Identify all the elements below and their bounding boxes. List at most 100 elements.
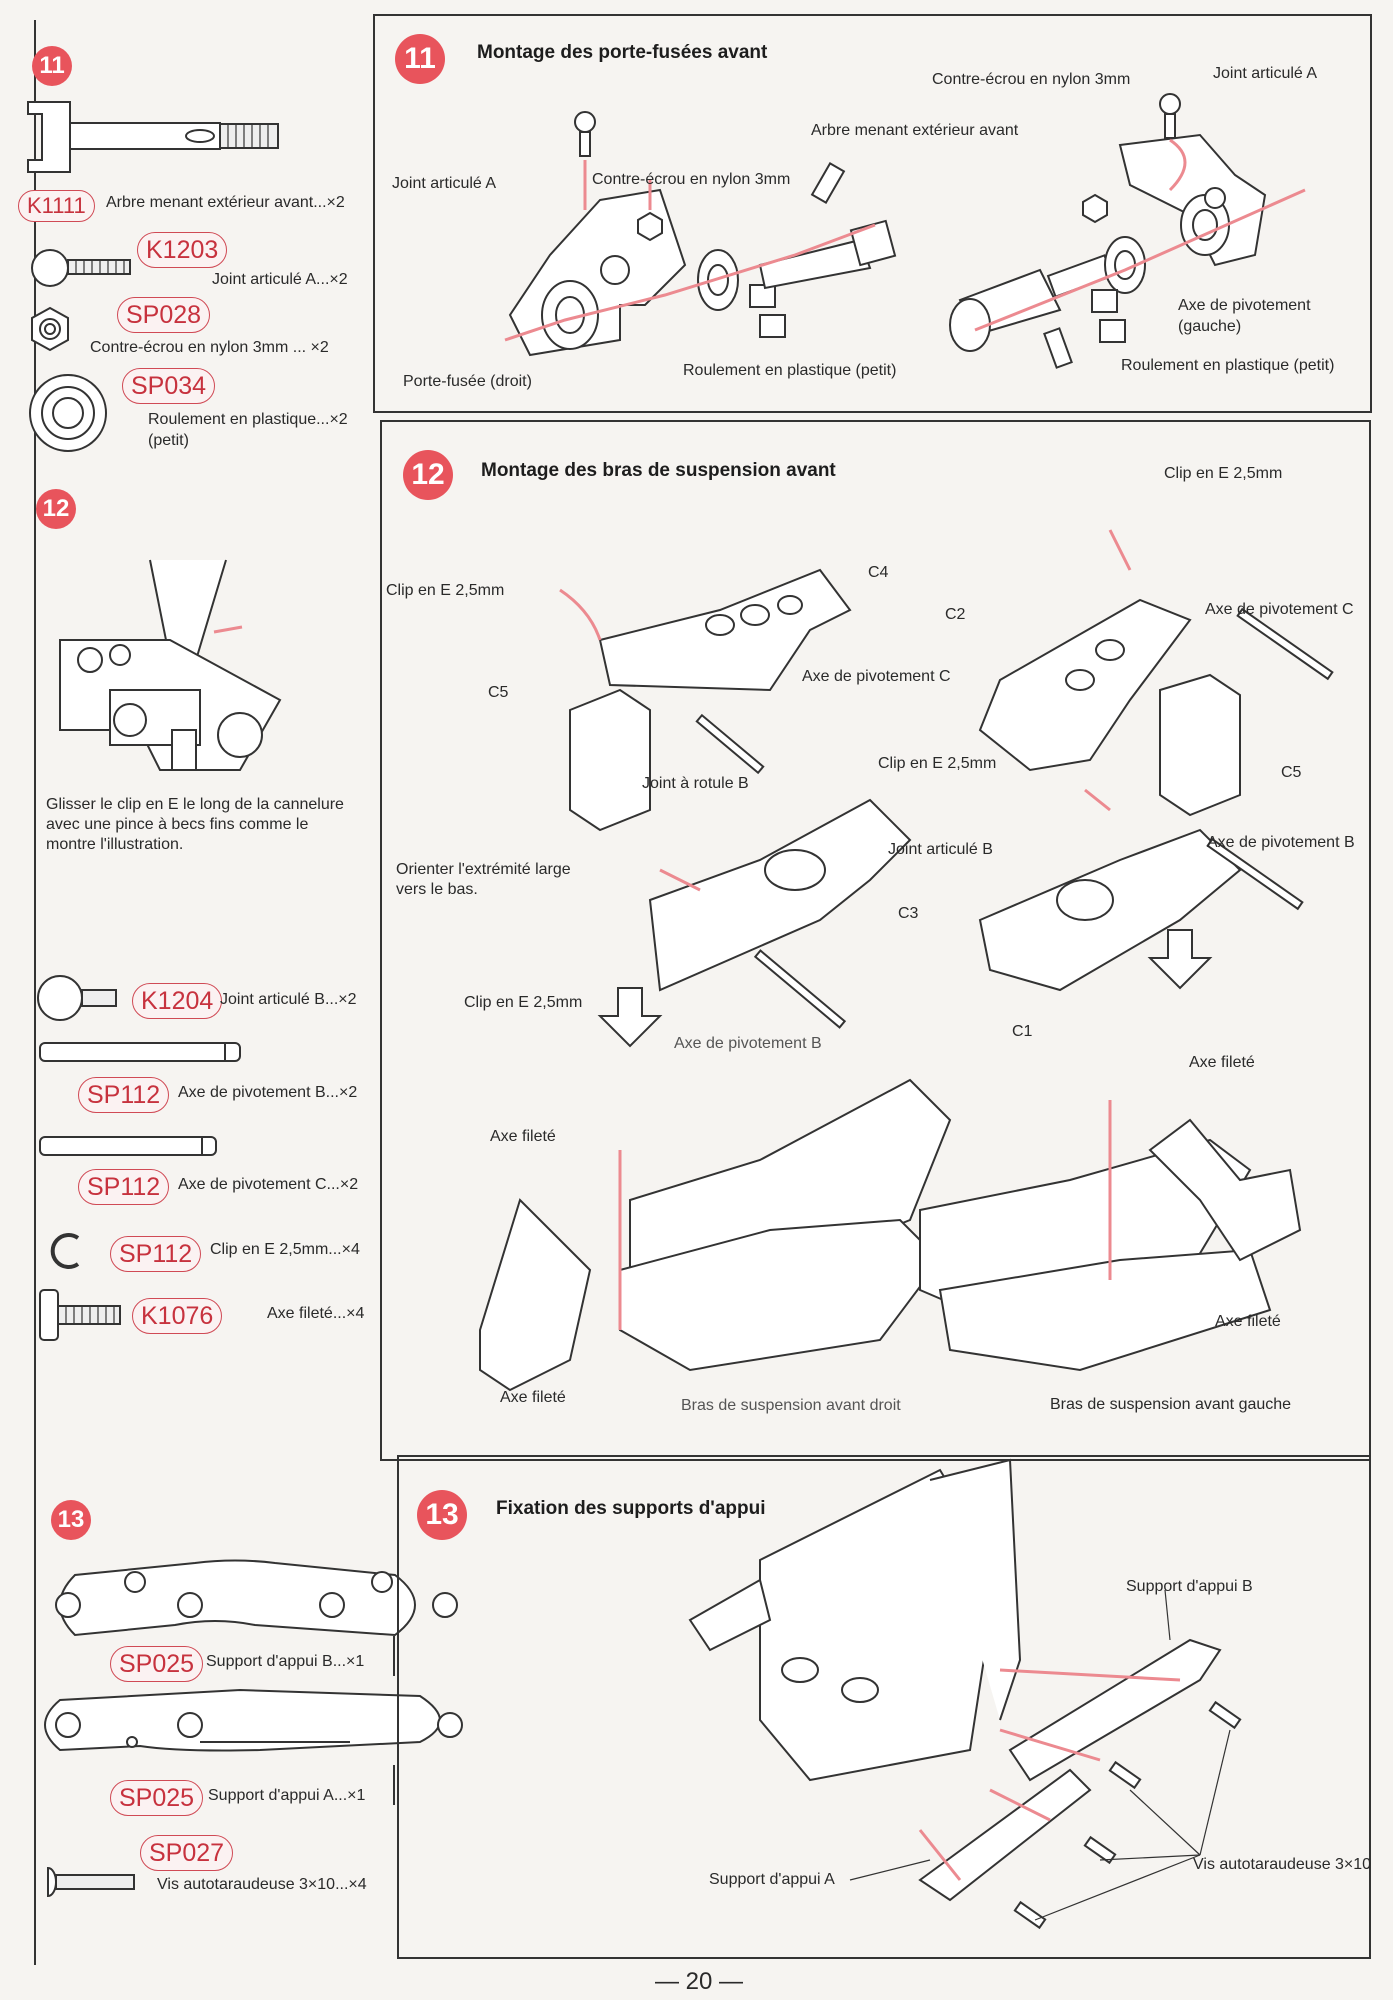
part-desc-k1111: Arbre menant extérieur avant...×2 xyxy=(106,194,345,211)
support-a-illustration xyxy=(44,1688,463,1752)
part-code-sp027: SP027 xyxy=(140,1835,234,1871)
pivot-pin-c-illustration xyxy=(39,1136,217,1156)
step12-note-line1: Glisser le clip en E le long de la canne… xyxy=(46,796,344,813)
ball-joint-a-illustration xyxy=(31,249,131,287)
step-11-panel xyxy=(373,14,1372,413)
outdrive-shaft-illustration xyxy=(27,101,279,173)
label-axe-b-right: Axe de pivotement B xyxy=(1207,834,1355,851)
outdrive-shaft-center-illustration xyxy=(758,162,897,290)
part-desc-sp034: Roulement en plastique...×2 xyxy=(148,411,348,428)
step-12-title: Montage des bras de suspension avant xyxy=(481,460,836,481)
label-axe-c-right: Axe de pivotement C xyxy=(1205,601,1354,618)
part-desc-sp025-a: Support d'appui A...×1 xyxy=(208,1787,366,1804)
plastic-bearing-illustration xyxy=(29,374,107,452)
part-desc-sp034-size: (petit) xyxy=(148,432,189,449)
step12-note-line2: avec une pince à becs fins comme le xyxy=(46,816,309,833)
step12-assembly-arrows xyxy=(559,529,1132,1330)
step12-arms-illustration xyxy=(479,568,1334,1392)
part-desc-sp112-b: Axe de pivotement B...×2 xyxy=(178,1084,358,1101)
part-desc-sp027: Vis autotaraudeuse 3×10...×4 xyxy=(157,1876,367,1893)
step-12-badge: 12 xyxy=(403,450,453,500)
label-axe-filete-4: Axe fileté xyxy=(500,1389,566,1406)
label-pivot-left: Axe de pivotement xyxy=(1178,297,1311,314)
label-c4: C4 xyxy=(868,564,889,581)
step-12-panel xyxy=(380,420,1371,1461)
part-code-sp025-b: SP025 xyxy=(110,1646,204,1682)
ball-joint-left-illustration xyxy=(574,111,596,157)
page-number: — 20 — xyxy=(655,1968,744,1995)
step11-assembly-arrows xyxy=(504,138,1306,342)
label-pivot-left-side: (gauche) xyxy=(1178,318,1242,335)
label-joint-a-left: Joint articulé A xyxy=(392,175,497,192)
pivot-pin-b-illustration xyxy=(39,1042,241,1062)
self-tapping-screw-illustration xyxy=(47,1866,135,1898)
label-nut-right: Contre-écrou en nylon 3mm xyxy=(932,71,1131,88)
nut-right-illustration xyxy=(1082,193,1108,224)
label-axe-filete-3: Axe fileté xyxy=(1215,1313,1281,1330)
down-arrow-left xyxy=(597,987,663,1048)
part-code-k1111: K1111 xyxy=(18,190,95,222)
label-clip-bl: Clip en E 2,5mm xyxy=(464,994,583,1011)
part-code-sp112-c: SP112 xyxy=(78,1169,170,1205)
label-support-a: Support d'appui A xyxy=(709,1871,835,1888)
ball-joint-b-illustration xyxy=(37,975,117,1021)
label-orienter-2: vers le bas. xyxy=(396,881,478,898)
label-clip-tr: Clip en E 2,5mm xyxy=(1164,465,1283,482)
label-c1: C1 xyxy=(1012,1023,1033,1040)
part-code-k1076: K1076 xyxy=(132,1298,223,1334)
part-desc-sp112-clip: Clip en E 2,5mm...×4 xyxy=(210,1241,360,1258)
part-code-k1204: K1204 xyxy=(132,983,223,1019)
left-margin-rule xyxy=(34,20,36,1965)
threaded-axle-illustration xyxy=(39,1289,121,1341)
label-clip-mid: Clip en E 2,5mm xyxy=(878,755,997,772)
label-orienter-1: Orienter l'extrémité large xyxy=(396,861,571,878)
part-code-sp112-clip: SP112 xyxy=(110,1236,202,1272)
part-desc-k1203: Joint articulé A...×2 xyxy=(212,271,348,288)
label-c5-left: C5 xyxy=(488,684,509,701)
step12-note-line3: montre l'illustration. xyxy=(46,836,184,853)
part-desc-k1204: Joint articulé B...×2 xyxy=(220,991,357,1008)
label-bras-droit: Bras de suspension avant droit xyxy=(681,1397,901,1414)
label-knuckle-right: Porte-fusée (droit) xyxy=(403,373,532,390)
label-axe-filete-1: Axe fileté xyxy=(490,1128,556,1145)
label-rotule-b: Joint à rotule B xyxy=(642,775,749,792)
part-code-k1203: K1203 xyxy=(137,232,228,268)
part-code-sp112-b: SP112 xyxy=(78,1077,170,1113)
support-b-illustration xyxy=(55,1559,458,1637)
label-nut-left: Contre-écrou en nylon 3mm xyxy=(592,171,791,188)
label-axe-b-left: Axe de pivotement B xyxy=(674,1035,822,1052)
part-desc-sp028: Contre-écrou en nylon 3mm ... ×2 xyxy=(90,339,329,356)
label-clip-tl: Clip en E 2,5mm xyxy=(386,582,505,599)
part-code-sp034: SP034 xyxy=(122,368,216,404)
part-desc-sp025-b: Support d'appui B...×1 xyxy=(206,1653,365,1670)
step-13-badge-left: 13 xyxy=(51,1500,91,1540)
step-13-badge: 13 xyxy=(417,1490,467,1540)
part-code-sp028: SP028 xyxy=(117,297,211,333)
label-axe-c-left: Axe de pivotement C xyxy=(802,668,951,685)
label-bearing-right: Roulement en plastique (petit) xyxy=(1121,357,1335,374)
e-clip-illustration xyxy=(50,1233,80,1269)
outdrive-cup-right-illustration xyxy=(949,254,1114,369)
label-c2: C2 xyxy=(945,606,966,623)
label-joint-a-right: Joint articulé A xyxy=(1213,65,1318,82)
leader-lines xyxy=(849,1589,1231,1921)
label-c3: C3 xyxy=(898,905,919,922)
label-bearing-left: Roulement en plastique (petit) xyxy=(683,362,897,379)
part-desc-k1076: Axe fileté...×4 xyxy=(267,1305,365,1322)
part-desc-sp112-c: Axe de pivotement C...×2 xyxy=(178,1176,359,1193)
part-code-sp025-a: SP025 xyxy=(110,1780,204,1816)
step-11-badge: 11 xyxy=(395,34,445,84)
bearing-right-illustration xyxy=(1091,236,1146,343)
label-vis: Vis autotaraudeuse 3×10 xyxy=(1193,1856,1372,1873)
nut-left-illustration xyxy=(637,211,663,242)
label-c5-right: C5 xyxy=(1281,764,1302,781)
e-clip-pliers-illustration xyxy=(59,559,282,771)
label-support-b: Support d'appui B xyxy=(1126,1578,1253,1595)
label-bras-gauche: Bras de suspension avant gauche xyxy=(1050,1396,1292,1413)
step-11-title: Montage des porte-fusées avant xyxy=(477,42,768,63)
label-axe-filete-2: Axe fileté xyxy=(1189,1054,1255,1071)
step-13-title: Fixation des supports d'appui xyxy=(496,1498,766,1519)
label-shaft: Arbre menant extérieur avant xyxy=(811,122,1019,139)
nylon-nut-illustration xyxy=(31,306,69,352)
